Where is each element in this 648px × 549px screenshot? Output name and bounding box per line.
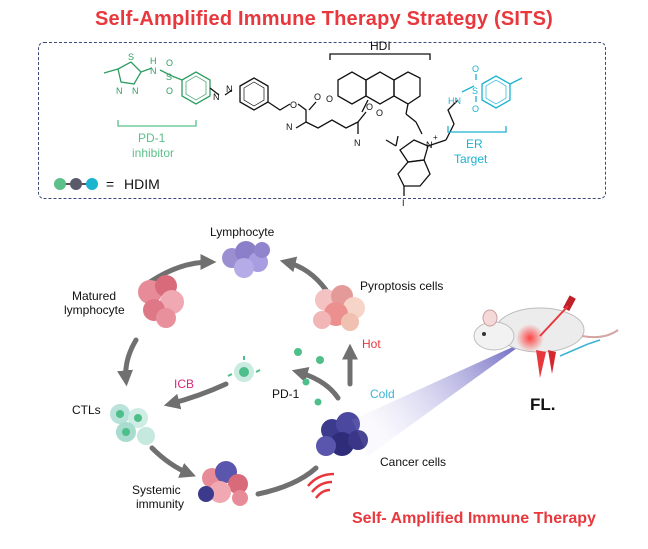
- pd1-label: PD-1: [272, 387, 300, 401]
- er-tosyl-group: [461, 74, 523, 109]
- atom-iodine: I: [402, 198, 405, 208]
- chemical-structure-panel: [38, 42, 606, 199]
- atom-o-xanthene-ring: O: [376, 108, 383, 118]
- lymphocyte-label: Lymphocyte: [210, 225, 275, 239]
- benzene-ring-1: [181, 71, 211, 105]
- atom-o-sulfonyl-2: O: [166, 86, 173, 96]
- indolium-ring: [385, 135, 447, 196]
- thiadiazole-ring: [103, 61, 153, 85]
- legend-dot-cyan: [86, 178, 98, 190]
- legend-equals: =: [106, 176, 114, 192]
- cold-label: Cold: [370, 387, 395, 401]
- cancer-cells-label: Cancer cells: [380, 455, 446, 469]
- laser-probe-icon: [539, 295, 576, 337]
- xanthene-core: [337, 71, 423, 135]
- er-target-label-line2: Target: [454, 152, 488, 166]
- atom-h-sulfonamide: H: [150, 56, 157, 66]
- icb-immune-cell-icon: [227, 356, 261, 382]
- pyroptosis-label: Pyroptosis cells: [360, 279, 443, 293]
- atom-o-er-1: O: [472, 64, 479, 74]
- page-title: Self-Amplified Immune Therapy Strategy (…: [95, 8, 553, 30]
- arrow-matured-to-ctls: [117, 337, 139, 387]
- atom-o-sulfonyl-1: O: [166, 58, 173, 68]
- systemic-immunity-icon: [198, 461, 248, 506]
- atom-n-indolium: N: [426, 140, 433, 150]
- matured-lymphocyte-label-line2: lymphocyte: [64, 303, 125, 317]
- cancer-cells-icon: [316, 412, 368, 456]
- legend-hdim: HDIM: [124, 176, 160, 192]
- hdi-bracket: [329, 53, 431, 60]
- mouse-icon: [473, 307, 619, 353]
- atom-o-carbamate-1: O: [290, 100, 297, 110]
- er-bracket: [447, 126, 507, 133]
- pd1-bracket: [117, 120, 197, 127]
- fl-label: FL.: [530, 395, 556, 414]
- benzene-ring-2: [239, 77, 269, 111]
- atom-n-1: N: [116, 86, 123, 96]
- pd1-inhibitor-label-line2: inhibitor: [132, 146, 174, 160]
- injection-needle-icon: [559, 339, 601, 357]
- chemical-structure: [103, 53, 523, 196]
- pyroptosis-cells-icon: [313, 285, 365, 331]
- atom-s-ring: S: [128, 52, 134, 62]
- systemic-immunity-label-line2: immunity: [136, 497, 184, 511]
- tumor-glow-icon: [536, 350, 556, 378]
- pd1-antibody-dots: [294, 348, 324, 406]
- arrow-cancer-to-icb: [291, 366, 341, 401]
- matured-lymphocyte-icon: [138, 275, 184, 328]
- pd1-inhibitor-label-line1: PD-1: [138, 131, 166, 145]
- ctls-cluster-icon: [110, 404, 155, 445]
- icb-label: ICB: [174, 377, 194, 391]
- atom-n-2: N: [132, 86, 139, 96]
- atom-n-azo-1: N: [213, 92, 220, 102]
- arrow-pyroptosis-to-lymphocyte: [279, 256, 329, 293]
- atom-n-azo-2: N: [226, 84, 233, 94]
- hot-label: Hot: [362, 337, 381, 351]
- ctls-label: CTLs: [72, 403, 101, 417]
- atom-n-carbamate-1: N: [286, 122, 293, 132]
- sulfonamide-pd1: [159, 69, 183, 81]
- er-target-label-line1: ER: [466, 137, 483, 151]
- legend-dot-green: [54, 178, 66, 190]
- legend-dot-gray: [70, 178, 82, 190]
- atom-s-sulfonyl: S: [166, 72, 172, 82]
- atom-plus-charge: +: [433, 133, 438, 142]
- systemic-immunity-label-line1: Systemic: [132, 483, 181, 497]
- hdi-label: HDI: [370, 39, 391, 53]
- atom-o-xanthene-ester: O: [326, 94, 333, 104]
- atom-n-carbamate-2: N: [354, 138, 361, 148]
- arrow-systemic-to-cancer: [255, 465, 319, 497]
- atom-hn-er: HN: [448, 96, 461, 106]
- matured-lymphocyte-label-line1: Matured: [72, 289, 116, 303]
- atom-o-carbamate-3: O: [366, 102, 373, 112]
- arrow-matured-to-lymphocyte: [147, 254, 217, 285]
- arrow-ctls-to-systemic: [149, 445, 196, 478]
- lymphocyte-cluster-icon: [222, 241, 270, 278]
- signal-waves-icon: [307, 472, 335, 499]
- bottom-title: Self- Amplified Immune Therapy: [352, 510, 596, 527]
- atom-o-carbamate-2: O: [314, 92, 321, 102]
- atom-o-er-2: O: [472, 104, 479, 114]
- fluorescence-light-beam: [352, 340, 528, 456]
- atom-n-sulfonamide: N: [150, 66, 157, 76]
- arrow-icb-to-ctls: [163, 381, 229, 410]
- atom-s-er: S: [472, 86, 478, 96]
- hdim-legend: = HDIM: [54, 176, 160, 192]
